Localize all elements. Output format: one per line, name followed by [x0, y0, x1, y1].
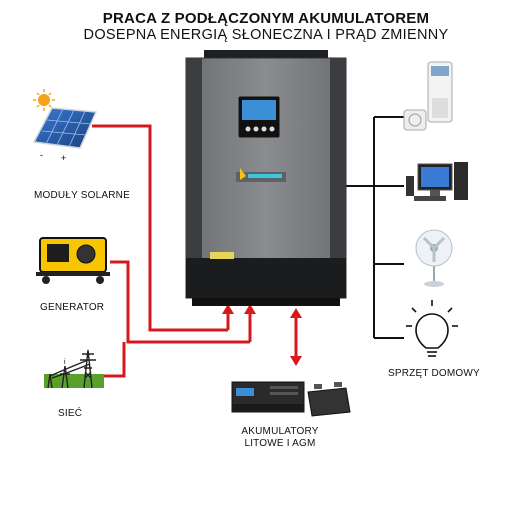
diagram-title: PRACA Z PODŁĄCZONYM AKUMULATOREM	[102, 10, 430, 27]
inverter-input-arrow-ac	[244, 304, 256, 314]
home-appliances-label: SPRZĘT DOMOWY	[388, 368, 480, 379]
generator-label: GENERATOR	[40, 302, 105, 313]
solar-panel-icon: - +	[32, 89, 98, 163]
solar-modules-label: MODUŁY SOLARNE	[34, 190, 130, 201]
power-grid-icon: i	[44, 349, 104, 389]
diagram-subtitle: DOSEPNA ENERGIĄ SŁONECZNA I PRĄD ZMIENNY	[83, 27, 449, 43]
inverter-input-arrow-solar	[222, 304, 234, 314]
light-bulb-icon	[406, 300, 458, 357]
battery-label: AKUMULATORY LITOWE I AGM	[232, 426, 328, 450]
red-power-lines	[92, 124, 252, 378]
air-conditioner-icon	[403, 61, 453, 131]
grid-label: SIEĆ	[58, 408, 83, 419]
svg-text:i: i	[64, 359, 66, 366]
battery-bank-icon	[231, 381, 351, 417]
battery-label-line1: AKUMULATORY	[241, 426, 319, 437]
fan-icon	[415, 229, 453, 287]
load-bus-lines	[344, 116, 404, 339]
svg-text:-: -	[40, 150, 43, 160]
svg-text:+: +	[61, 153, 66, 163]
generator-icon	[36, 237, 110, 284]
computer-icon	[406, 162, 468, 201]
battery-label-line2: LITOWE I AGM	[244, 438, 316, 449]
inverter-unit	[185, 50, 347, 306]
battery-bidirectional-arrow	[290, 308, 302, 366]
